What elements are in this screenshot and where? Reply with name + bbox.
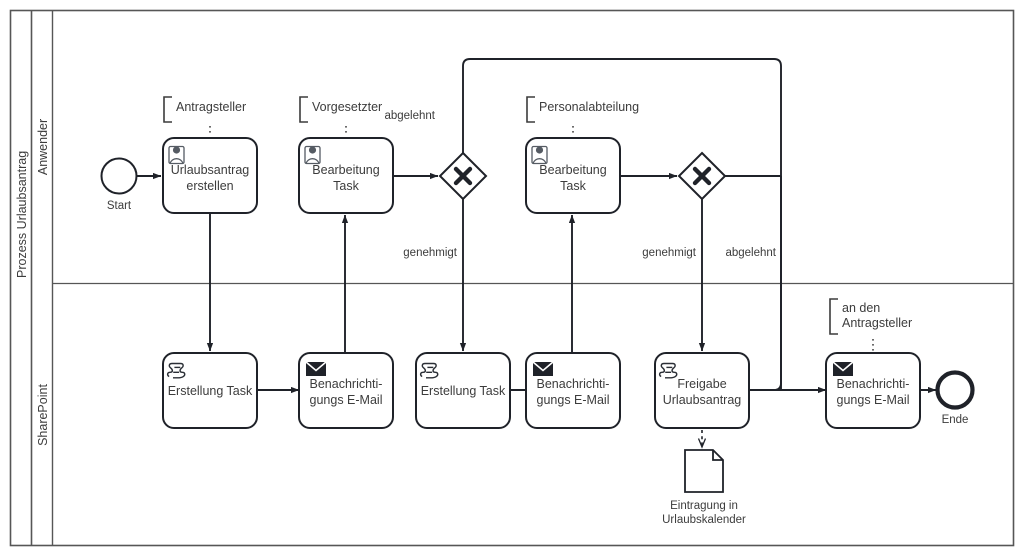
task-benachrichtigung-email-3[interactable]: Benachrichti- gungs E-Mail (825, 352, 921, 429)
annotation-label-line1: an den (842, 301, 880, 315)
data-object-label-line2: Urlaubskalender (662, 514, 746, 526)
message-task-icon (305, 361, 327, 376)
script-task-icon (658, 362, 678, 379)
task-label-line2: gungs E-Mail (537, 393, 610, 407)
data-object-label-line1: Eintragung in (670, 500, 738, 512)
flow-label-gw1-genehmigt: genehmigt (403, 247, 458, 259)
exclusive-gateway-2[interactable] (677, 151, 727, 201)
message-task-icon (532, 361, 554, 376)
flow-label-gw2-abgelehnt: abgelehnt (725, 247, 776, 259)
script-task-icon (419, 362, 439, 379)
annotation-personalabteilung: Personalabteilung (526, 96, 639, 136)
data-object-urlaubskalender[interactable] (684, 449, 724, 493)
task-label-line2: gungs E-Mail (837, 393, 910, 407)
task-benachrichtigung-email-1[interactable]: Benachrichti- gungs E-Mail (298, 352, 394, 429)
pool-label: Prozess Urlaubsantrag (15, 151, 29, 278)
task-label-line1: Erstellung Task (421, 384, 506, 398)
task-erstellung-task-1[interactable]: Erstellung Task (162, 352, 258, 429)
task-label-line1: Erstellung Task (168, 384, 253, 398)
start-event[interactable] (100, 157, 138, 195)
flow-label-gw2-genehmigt: genehmigt (642, 247, 697, 259)
task-label-line1: Freigabe (677, 377, 726, 391)
annotation-vorgesetzter: Vorgesetzter (299, 96, 382, 136)
end-event-label: Ende (942, 414, 969, 426)
annotation-label: Antragsteller (176, 100, 246, 114)
user-task-icon (304, 145, 321, 165)
task-label-line2: erstellen (186, 179, 233, 193)
task-benachrichtigung-email-2[interactable]: Benachrichti- gungs E-Mail (525, 352, 621, 429)
task-freigabe-urlaubsantrag[interactable]: Freigabe Urlaubsantrag (654, 352, 750, 429)
task-label-line1: Benachrichti- (537, 377, 610, 391)
task-label-line2: Task (560, 179, 586, 193)
user-task-icon (531, 145, 548, 165)
annotation-antragsteller: Antragsteller (163, 96, 246, 136)
gateway-x-icon (692, 166, 712, 186)
task-label-line1: Benachrichti- (837, 377, 910, 391)
sequence-flows (137, 58, 937, 394)
exclusive-gateway-1[interactable] (438, 151, 488, 201)
message-task-icon (832, 361, 854, 376)
task-label-line1: Bearbeitung (312, 163, 379, 177)
task-bearbeitung-vorgesetzter[interactable]: Bearbeitung Task (298, 137, 394, 214)
flow-gw1-abgelehnt (462, 58, 826, 391)
task-label-line1: Bearbeitung (539, 163, 606, 177)
annotation-label: Vorgesetzter (312, 100, 382, 114)
task-urlaubsantrag-erstellen[interactable]: Urlaubsantrag erstellen (162, 137, 258, 214)
user-task-icon (168, 145, 185, 165)
task-erstellung-task-2[interactable]: Erstellung Task (415, 352, 511, 429)
annotation-label-line2: Antragsteller (842, 316, 912, 330)
task-label-line2: gungs E-Mail (310, 393, 383, 407)
flow-label-gw1-abgelehnt: abgelehnt (384, 110, 435, 122)
script-task-icon (166, 362, 186, 379)
task-label-line1: Urlaubsantrag (171, 163, 250, 177)
end-event[interactable] (935, 370, 975, 410)
pool-frame (9, 9, 1015, 547)
start-event-label: Start (107, 200, 132, 212)
task-label-line2: Task (333, 179, 359, 193)
annotation-label: Personalabteilung (539, 100, 639, 114)
task-bearbeitung-personalabteilung[interactable]: Bearbeitung Task (525, 137, 621, 214)
task-label-line2: Urlaubsantrag (663, 393, 742, 407)
task-label-line1: Benachrichti- (310, 377, 383, 391)
lane-label-anwender: Anwender (36, 119, 50, 175)
lane-label-sharepoint: SharePoint (36, 384, 50, 446)
gateway-x-icon (453, 166, 473, 186)
annotation-an-den-antragsteller: an den Antragsteller (829, 298, 912, 351)
